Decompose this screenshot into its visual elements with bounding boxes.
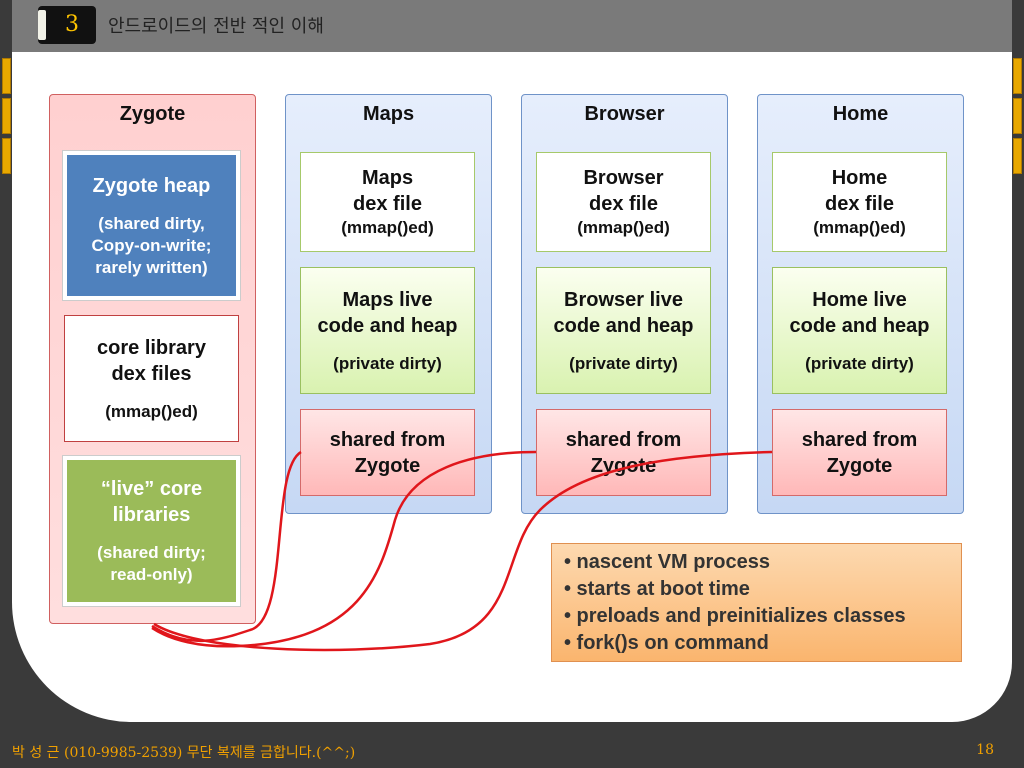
- core-dex-label: dex files: [111, 362, 192, 385]
- slide-title: 안드로이드의 전반 적인 이해: [108, 16, 324, 37]
- side-tab: [2, 138, 11, 174]
- home-live-label: Home live: [812, 288, 907, 311]
- badge-edge: [38, 10, 46, 40]
- maps-connector: [151, 450, 302, 643]
- home-dex-box: Home dex file (mmap()ed): [772, 152, 947, 252]
- slide-number-badge: 3: [38, 6, 96, 44]
- home-title: Home: [832, 103, 889, 125]
- slide-number: 3: [65, 12, 79, 37]
- title-bar: [0, 0, 1024, 52]
- core-dex-label: core library: [97, 336, 206, 359]
- maps-live-label: Maps live: [342, 288, 433, 311]
- browser-shared-box: shared from Zygote: [536, 409, 711, 496]
- live-core-note: (shared dirty;: [97, 543, 206, 562]
- side-tab: [1013, 98, 1022, 134]
- browser-connector: [151, 450, 537, 648]
- maps-shared-label: shared from: [329, 428, 446, 451]
- browser-live-box: Browser live code and heap (private dirt…: [536, 267, 711, 394]
- maps-dex-label: dex file: [353, 193, 422, 215]
- live-core-label: “live” core: [100, 478, 203, 500]
- maps-shared-box: shared from Zygote: [300, 409, 475, 496]
- maps-title: Maps: [362, 103, 415, 125]
- note-item: • fork()s on command: [564, 632, 769, 654]
- note-item: • nascent VM process: [564, 551, 770, 573]
- maps-dex-label: Maps: [361, 167, 414, 189]
- maps-live-box: Maps live code and heap (private dirty): [300, 267, 475, 394]
- zygote-heap-note: Copy-on-write;: [91, 235, 212, 255]
- home-dex-label: dex file: [825, 193, 894, 215]
- side-tab: [1013, 58, 1022, 94]
- browser-dex-label: dex file: [589, 193, 658, 215]
- footer-copyright: 박 성 근 (010-9985-2539) 무단 복제를 금합니다.(^^;): [12, 745, 356, 761]
- core-library-dex-box: core library dex files (mmap()ed): [64, 315, 239, 442]
- core-dex-note: (mmap()ed): [105, 401, 198, 421]
- right-frame: [1012, 0, 1024, 768]
- browser-dex-label: Browser: [583, 167, 664, 189]
- browser-dex-box: Browser dex file (mmap()ed): [536, 152, 711, 252]
- home-dex-label: Home: [831, 167, 888, 189]
- live-core-label: libraries: [112, 504, 191, 526]
- home-shared-box: shared from Zygote: [772, 409, 947, 496]
- home-live-note: (private dirty): [805, 353, 914, 373]
- browser-title: Browser: [584, 103, 665, 125]
- live-core-note: read-only): [110, 565, 193, 584]
- browser-shared-label: Zygote: [590, 454, 657, 477]
- page-number: 18: [976, 742, 994, 758]
- note-item: • starts at boot time: [564, 578, 750, 600]
- maps-live-label: code and heap: [317, 314, 458, 337]
- live-core-libraries-box: “live” core libraries (shared dirty; rea…: [62, 455, 241, 607]
- side-tab: [2, 98, 11, 134]
- maps-shared-label: Zygote: [354, 454, 421, 477]
- note-item: • preloads and preinitializes classes: [564, 605, 906, 627]
- home-connector: [153, 450, 773, 652]
- home-live-label: code and heap: [789, 314, 930, 337]
- browser-live-label: Browser live: [564, 288, 683, 311]
- side-tab: [1013, 138, 1022, 174]
- home-dex-note: (mmap()ed): [813, 218, 906, 237]
- browser-live-note: (private dirty): [569, 353, 678, 373]
- home-live-box: Home live code and heap (private dirty): [772, 267, 947, 394]
- home-shared-label: shared from: [801, 428, 918, 451]
- zygote-heap-note: rarely written): [95, 257, 208, 277]
- browser-live-label: code and heap: [553, 314, 694, 337]
- maps-dex-note: (mmap()ed): [341, 218, 434, 237]
- home-shared-label: Zygote: [826, 454, 893, 477]
- zygote-notes-box: • nascent VM process • starts at boot ti…: [551, 543, 962, 662]
- zygote-heap-note: (shared dirty,: [98, 213, 205, 233]
- browser-dex-note: (mmap()ed): [577, 218, 670, 237]
- maps-live-note: (private dirty): [333, 353, 442, 373]
- side-tab: [2, 58, 11, 94]
- maps-dex-box: Maps dex file (mmap()ed): [300, 152, 475, 252]
- left-frame: [0, 0, 12, 768]
- zygote-heap-box: Zygote heap (shared dirty, Copy-on-write…: [62, 150, 241, 301]
- zygote-title: Zygote: [119, 103, 186, 125]
- browser-shared-label: shared from: [565, 428, 682, 451]
- zygote-heap-label: Zygote heap: [92, 174, 211, 197]
